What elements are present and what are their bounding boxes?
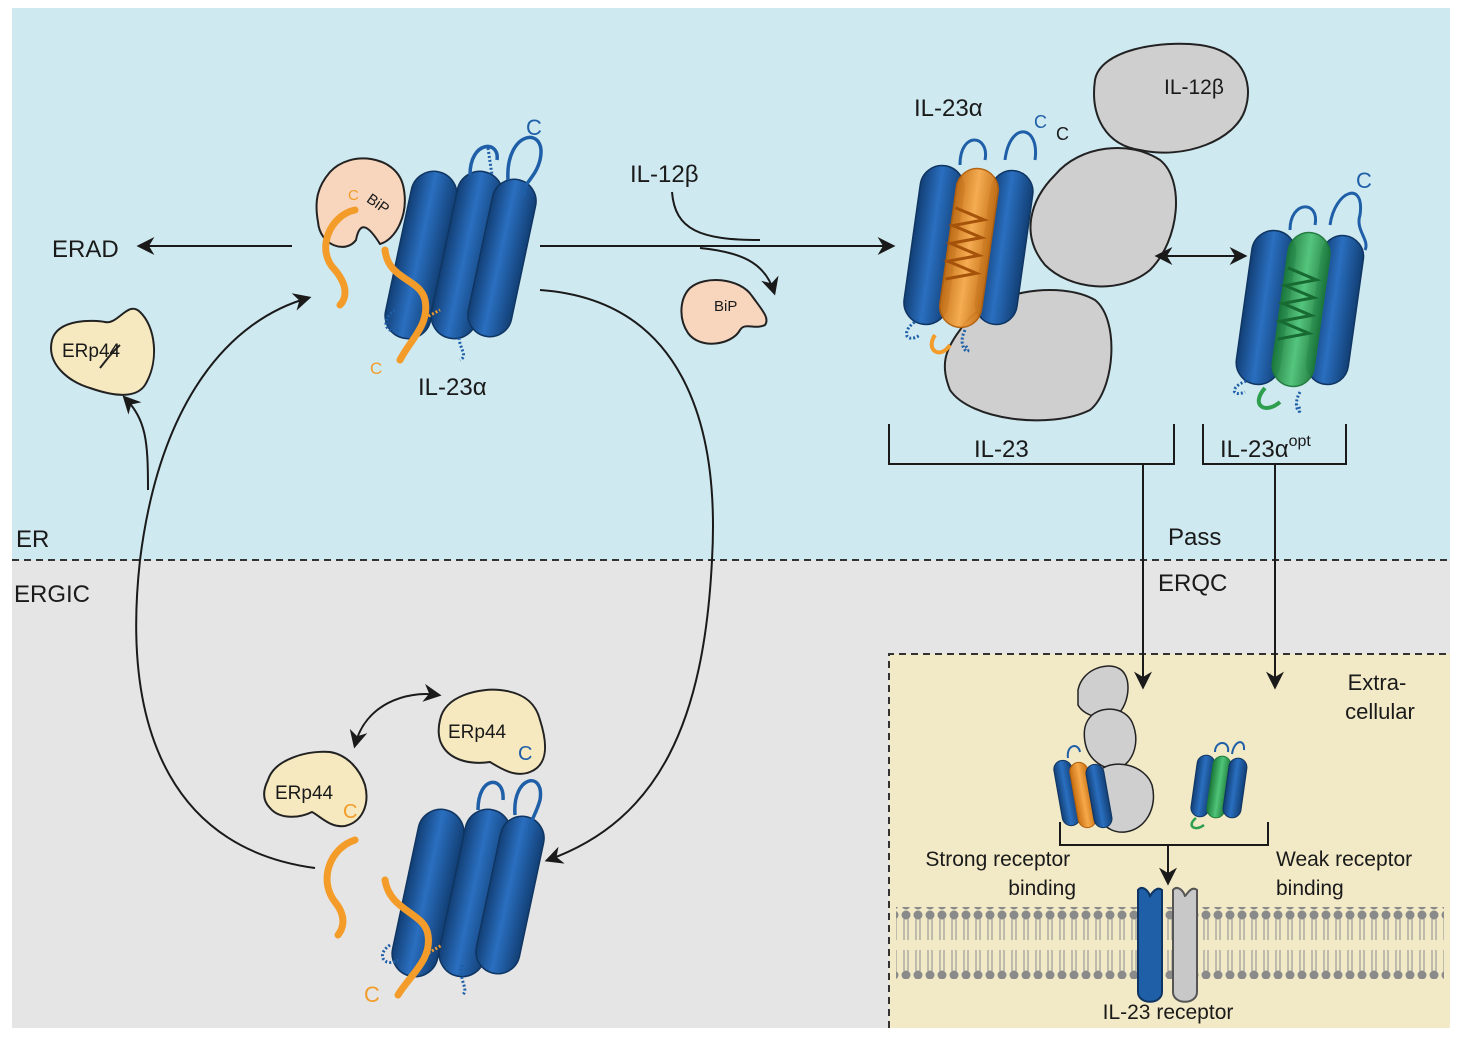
- weak-binding-label: Weak receptor binding: [1276, 848, 1418, 900]
- il12b-join-arrow: [671, 191, 761, 241]
- strong-binding-line-2: binding: [1008, 877, 1076, 900]
- extracellular-line-1: Extra-: [1348, 670, 1407, 695]
- c-terminus-orange-top2: C: [370, 359, 382, 378]
- c-terminus-orange-top: C: [348, 187, 359, 204]
- extracellular-boundary: [888, 653, 1450, 1028]
- receptor-label: IL-23 receptor: [1103, 1001, 1234, 1024]
- secreted-il23: [1053, 665, 1155, 833]
- il23a-opt-label-main: IL-23α: [1220, 436, 1289, 463]
- il23a-opt-label: IL-23αopt: [1220, 433, 1311, 463]
- erad-label: ERAD: [52, 236, 119, 263]
- extracellular-label: Extra- cellular: [1345, 670, 1415, 724]
- erp44-icon-left: [50, 307, 156, 396]
- il23-receptor: [1137, 886, 1198, 1003]
- erp44-label-bottom-left: ERp44: [275, 783, 334, 804]
- secreted-il23a-opt: [1190, 741, 1248, 830]
- er-label: ER: [16, 526, 49, 553]
- weak-binding-line-1: Weak receptor: [1276, 848, 1412, 871]
- strong-binding-line-1: Strong receptor: [925, 848, 1070, 871]
- pass-label: Pass: [1168, 524, 1221, 551]
- erp44-label-bottom-right: ERp44: [448, 722, 507, 743]
- il12b-complex-label: IL-12β: [1164, 76, 1224, 99]
- extracellular-line-2: cellular: [1345, 699, 1415, 724]
- c-terminus-blue-complex: C: [1034, 112, 1047, 132]
- c-terminus-il12b: C: [1056, 124, 1069, 144]
- il23a-opt-protein: [1232, 191, 1368, 413]
- il23a-ergic: [323, 779, 545, 999]
- bip-release-arrow: [699, 247, 779, 296]
- il12b-incoming-label: IL-12β: [630, 161, 699, 188]
- erqc-label: ERQC: [1158, 570, 1227, 597]
- bip-icon: [315, 157, 406, 248]
- cell-membrane: [896, 907, 1444, 979]
- c-terminus-blue-opt: C: [1356, 168, 1372, 193]
- strong-binding-label: Strong receptor binding: [925, 848, 1076, 900]
- il23a-complex-label: IL-23α: [914, 95, 983, 122]
- transport-arrow-to-ergic: [539, 289, 714, 864]
- il23-label: IL-23: [974, 436, 1029, 463]
- il23a-in-complex: [903, 130, 1038, 355]
- ergic-label: ERGIC: [14, 581, 90, 608]
- il23-bracket: [888, 424, 1175, 465]
- c-terminus-blue-top: C: [526, 115, 542, 140]
- retrieval-arrow-to-er: [135, 293, 316, 869]
- retrieval-arrow-to-erp44: [122, 395, 149, 491]
- erp44-label-left: ERp44: [62, 341, 121, 362]
- c-terminus-orange-bottom2: C: [364, 982, 380, 1007]
- il23a-opt-label-sup: opt: [1289, 433, 1312, 450]
- erp44-exchange-arrow: [349, 683, 442, 749]
- il23a-label-top: IL-23α: [418, 374, 487, 401]
- bip-label-released: BiP: [714, 298, 737, 315]
- bip-icon-released: [680, 279, 768, 345]
- c-terminus-orange-bottom: C: [343, 801, 357, 823]
- il23a-bip-complex: [315, 135, 543, 364]
- weak-binding-line-2: binding: [1276, 877, 1344, 900]
- erp44-icon-bottom-left: [263, 750, 368, 828]
- binding-bracket: [1059, 822, 1269, 846]
- c-terminus-blue-bottom: C: [518, 743, 532, 765]
- erp44-icon-bottom-right: [437, 688, 547, 775]
